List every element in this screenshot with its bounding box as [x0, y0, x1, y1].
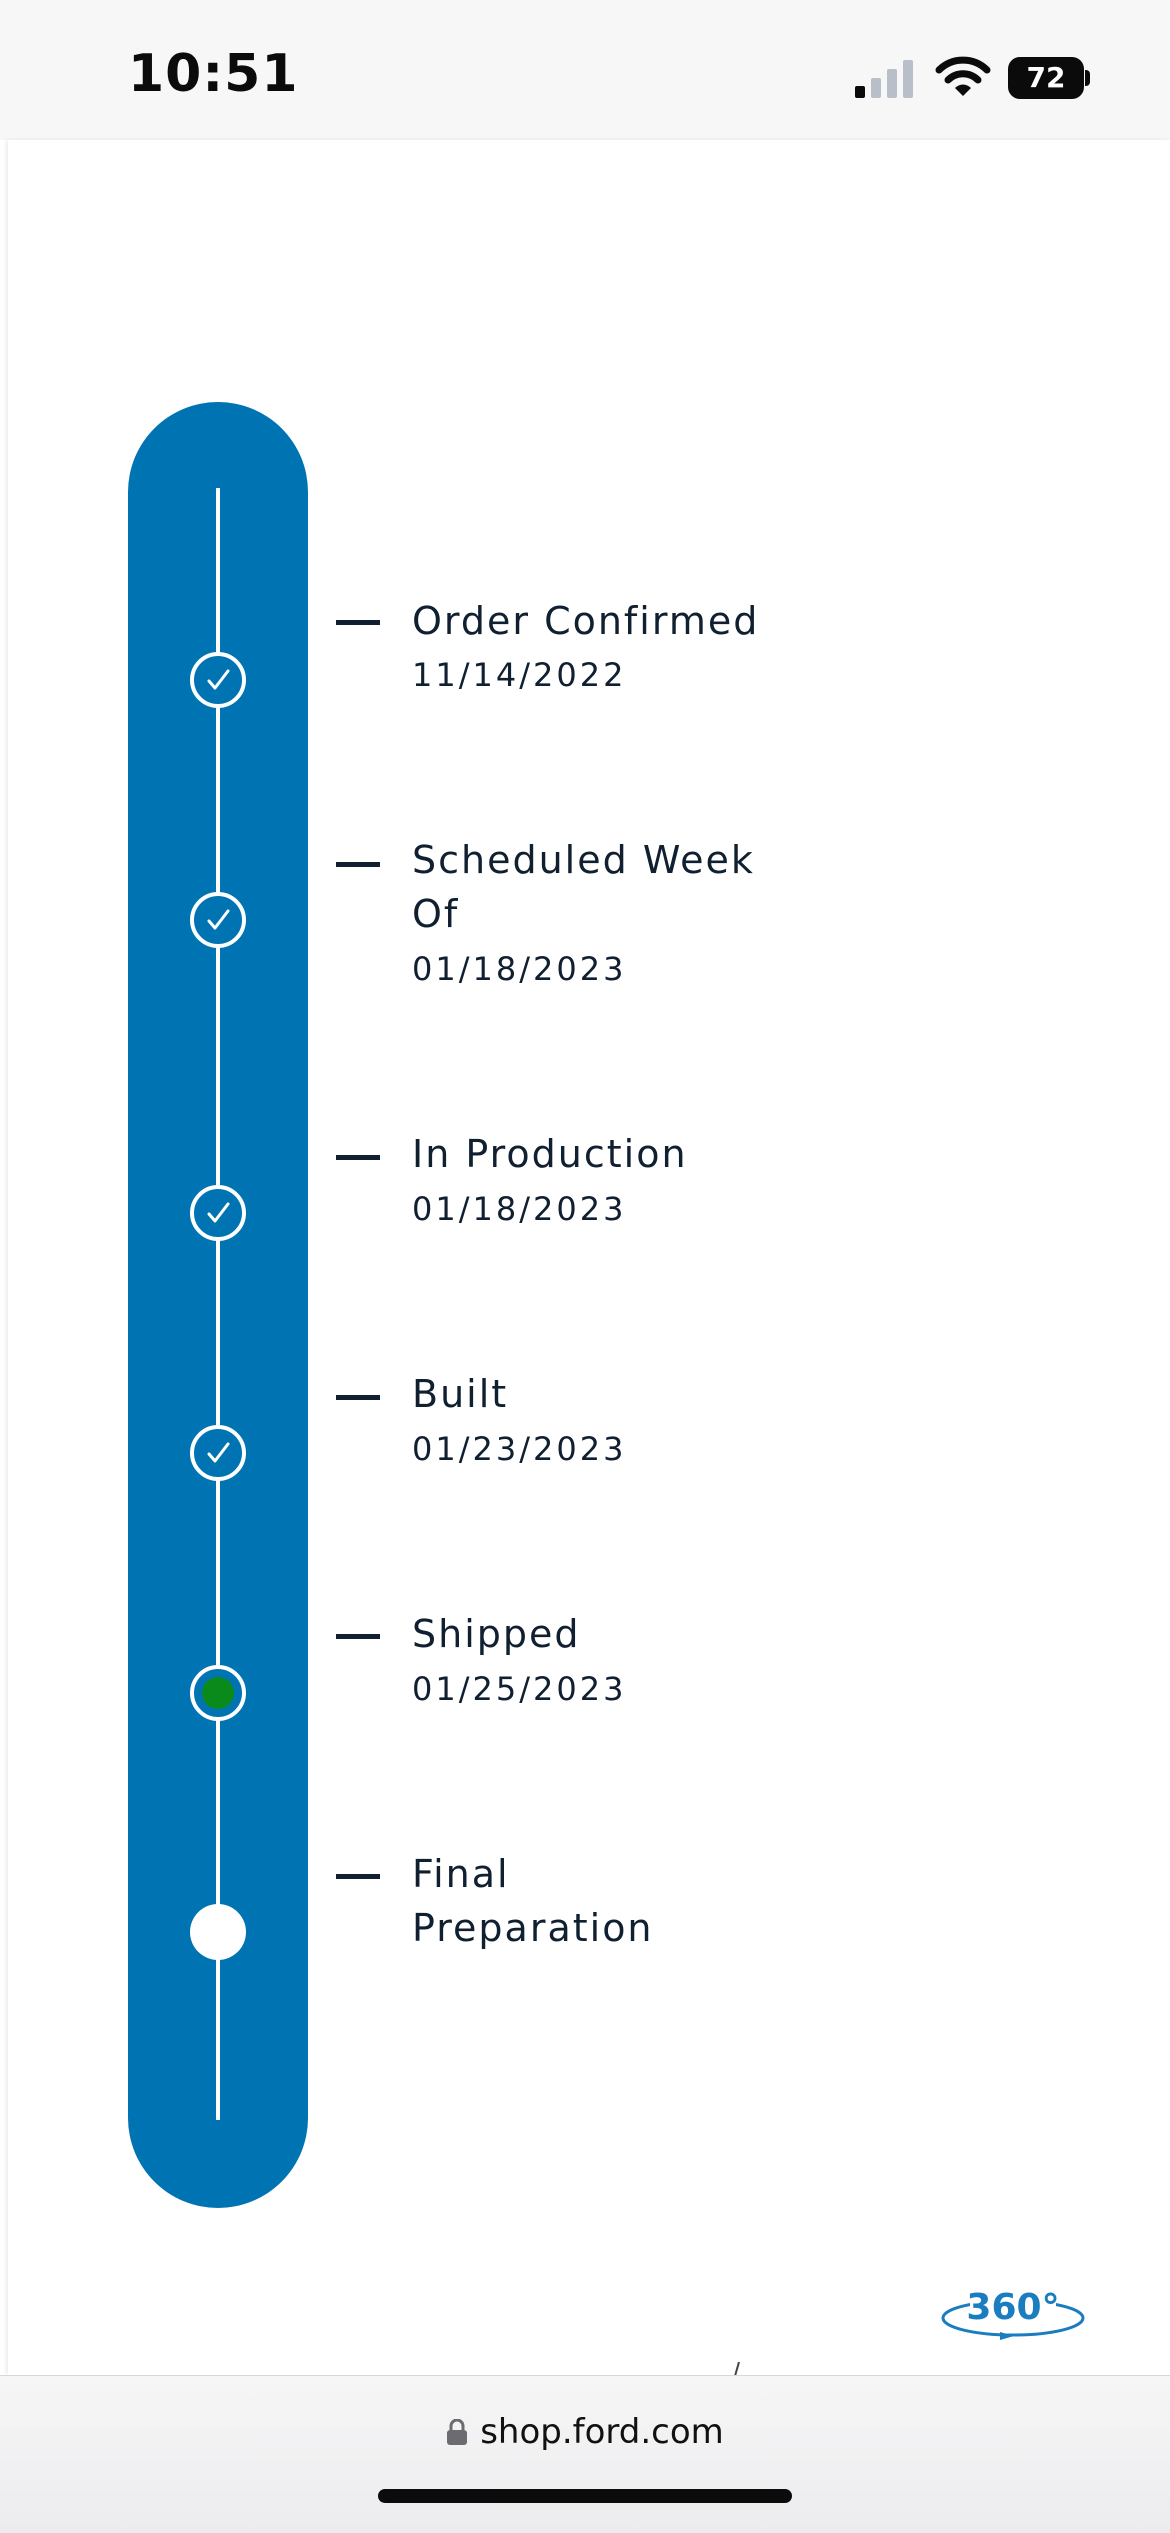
step-complete-check-icon [190, 652, 246, 708]
rotate-360-label: 360° [966, 2287, 1059, 2328]
step-dash [336, 620, 380, 625]
step-dash [336, 1395, 380, 1400]
step-dash [336, 862, 380, 867]
status-time: 10:51 [128, 44, 299, 104]
step-dash [336, 1874, 380, 1879]
step-complete-check-icon [190, 892, 246, 948]
timeline-line [216, 488, 220, 2120]
rotate-360-icon[interactable]: 360° [940, 2282, 1086, 2342]
lock-icon [447, 2419, 468, 2445]
battery-icon: 72 [1008, 57, 1090, 99]
step-label-built: Built [412, 1372, 509, 1416]
browser-address-bar[interactable]: shop.ford.com [0, 2375, 1170, 2533]
step-date-shipped: 01/25/2023 [412, 1670, 627, 1708]
step-label-in-production: In Production [412, 1132, 688, 1176]
step-label-final-preparation: Final Preparation [412, 1852, 654, 1950]
step-dash [336, 1634, 380, 1639]
home-indicator[interactable] [378, 2489, 792, 2503]
step-label-shipped: Shipped [412, 1612, 581, 1656]
step-date-in-production: 01/18/2023 [412, 1190, 627, 1228]
step-date-scheduled-week-of: 01/18/2023 [412, 950, 627, 988]
step-dash [336, 1155, 380, 1160]
step-label-scheduled-week-of: Scheduled Week Of [412, 838, 755, 936]
step-date-built: 01/23/2023 [412, 1430, 627, 1468]
image-edge-mark [734, 2362, 740, 2376]
step-date-order-confirmed: 11/14/2022 [412, 656, 627, 694]
step-complete-check-icon [190, 1425, 246, 1481]
step-complete-check-icon [190, 1185, 246, 1241]
url-text: shop.ford.com [480, 2412, 724, 2452]
address-field[interactable]: shop.ford.com [0, 2412, 1170, 2452]
status-bar: 10:51 72 [0, 0, 1170, 140]
battery-level: 72 [1026, 61, 1066, 94]
cellular-signal-icon [855, 60, 913, 98]
step-current-indicator-icon [190, 1665, 246, 1721]
wifi-icon [935, 56, 991, 96]
step-pending-dot-icon [190, 1904, 246, 1960]
step-label-order-confirmed: Order Confirmed [412, 599, 760, 643]
